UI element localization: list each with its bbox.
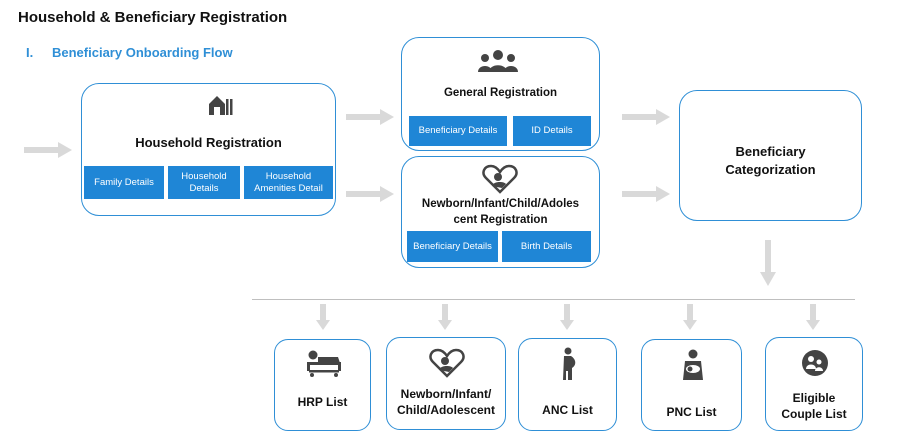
pregnant-woman-icon <box>563 347 576 380</box>
household-registration-box: Household Registration Family Details Ho… <box>81 83 336 216</box>
arrow-general-to-categorization <box>622 109 670 125</box>
newborn-title-line2: cent Registration <box>453 213 548 226</box>
pnc-list-card[interactable]: PNC List <box>641 339 742 431</box>
house-icon <box>209 96 233 115</box>
newborn-title-line1: Newborn/Infant/Child/Adoles <box>421 198 580 210</box>
section-label: Beneficiary Onboarding Flow <box>52 45 233 60</box>
group-people-icon <box>478 50 518 72</box>
arrow-to-anc <box>560 304 574 330</box>
eligible-couple-line1: Eligible <box>792 391 836 405</box>
hospital-bed-icon <box>307 350 341 377</box>
arrow-newborn-to-categorization <box>622 186 670 202</box>
hrp-list-label: HRP List <box>297 395 348 409</box>
mother-baby-icon <box>683 349 703 380</box>
arrow-to-hrp <box>316 304 330 330</box>
newborn-registration-title: Newborn/Infant/Child/Adoles cent Registr… <box>402 197 599 228</box>
arrow-to-newborn <box>346 186 394 202</box>
newborn-registration-box: Newborn/Infant/Child/Adoles cent Registr… <box>401 156 600 268</box>
household-details-button[interactable]: Household Details <box>168 166 240 199</box>
categorization-line2: Categorization <box>725 162 816 178</box>
arrow-to-pnc <box>683 304 697 330</box>
beneficiary-categorization-box: Beneficiary Categorization <box>679 90 862 221</box>
section-heading: I. Beneficiary Onboarding Flow <box>26 45 233 60</box>
newborn-beneficiary-details-button[interactable]: Beneficiary Details <box>407 231 498 262</box>
general-registration-title: General Registration <box>443 87 558 99</box>
divider-line <box>252 299 855 300</box>
arrow-to-newborn-list <box>438 304 452 330</box>
general-beneficiary-details-button[interactable]: Beneficiary Details <box>409 116 507 146</box>
arrow-to-eligible-couple <box>806 304 820 330</box>
pnc-list-label: PNC List <box>666 405 717 419</box>
eligible-couple-list-label: Eligible Couple List <box>766 390 862 422</box>
household-registration-title: Household Registration <box>135 135 282 150</box>
arrow-to-general <box>346 109 394 125</box>
heart-baby-icon <box>429 348 465 378</box>
id-details-button[interactable]: ID Details <box>513 116 591 146</box>
birth-details-button[interactable]: Birth Details <box>502 231 591 262</box>
hrp-list-card[interactable]: HRP List <box>274 339 371 431</box>
anc-list-label: ANC List <box>542 403 593 417</box>
categorization-title: Beneficiary Categorization <box>680 143 861 179</box>
general-registration-box: General Registration Beneficiary Details… <box>401 37 600 151</box>
heart-baby-icon <box>482 164 518 194</box>
newborn-list-line2: Child/Adolescent <box>396 403 495 418</box>
couple-circle-icon <box>802 350 828 376</box>
arrow-categorization-down <box>760 240 776 286</box>
household-amenities-detail-button[interactable]: Household Amenities Detail <box>244 166 333 199</box>
categorization-line1: Beneficiary <box>735 144 806 159</box>
newborn-list-label: Newborn/Infant/ Child/Adolescent <box>387 386 505 418</box>
anc-list-card[interactable]: ANC List <box>518 338 617 431</box>
eligible-couple-list-card[interactable]: Eligible Couple List <box>765 337 863 431</box>
newborn-list-card[interactable]: Newborn/Infant/ Child/Adolescent <box>386 337 506 430</box>
section-number: I. <box>26 45 34 60</box>
newborn-list-line1: Newborn/Infant/ <box>400 387 492 401</box>
family-details-button[interactable]: Family Details <box>84 166 164 199</box>
eligible-couple-line2: Couple List <box>781 407 847 422</box>
page-title: Household & Beneficiary Registration <box>18 9 288 26</box>
entry-arrow <box>24 142 72 158</box>
